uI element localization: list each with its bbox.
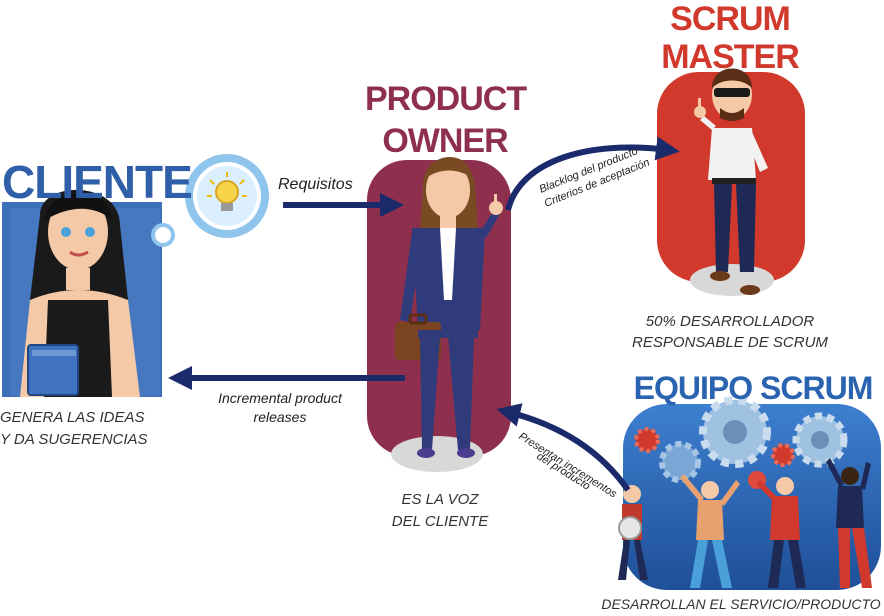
arrow-backlog	[505, 136, 680, 211]
scrum-master-title-line2: MASTER	[661, 38, 800, 76]
cliente-caption-line2: Y DA SUGERENCIAS	[0, 431, 148, 448]
team-figures	[618, 458, 872, 588]
arrow-presentan	[496, 403, 631, 492]
product-owner-caption-line2: DEL CLIENTE	[391, 513, 489, 530]
scrum-master-figure	[694, 68, 768, 295]
product-owner-title-line2: OWNER	[382, 122, 508, 160]
equipo-scrum-title: EQUIPO SCRUM	[633, 370, 874, 406]
incremental-label-line2: releases	[253, 409, 307, 425]
lightbulb-icon	[207, 172, 247, 211]
product-owner-figure	[395, 157, 503, 458]
scrum-master-title-line1: SCRUM	[670, 0, 791, 38]
scrum-master-caption-line2: RESPONSABLE DE SCRUM	[632, 334, 828, 351]
scrum-master-caption-line1: 50% DESARROLLADOR	[645, 313, 815, 330]
requisitos-label: Requisitos	[278, 176, 353, 193]
incremental-label-line1: Incremental product	[218, 390, 342, 406]
cliente-caption-line1: GENERA LAS IDEAS	[0, 409, 145, 426]
product-owner-caption-line1: ES LA VOZ	[401, 491, 479, 508]
equipo-scrum-caption: DESARROLLAN EL SERVICIO/PRODUCTO	[601, 596, 881, 612]
cliente-title: CLIENTE	[2, 156, 193, 208]
product-owner-title-line1: PRODUCT	[365, 80, 527, 118]
cliente-figure	[20, 189, 140, 397]
